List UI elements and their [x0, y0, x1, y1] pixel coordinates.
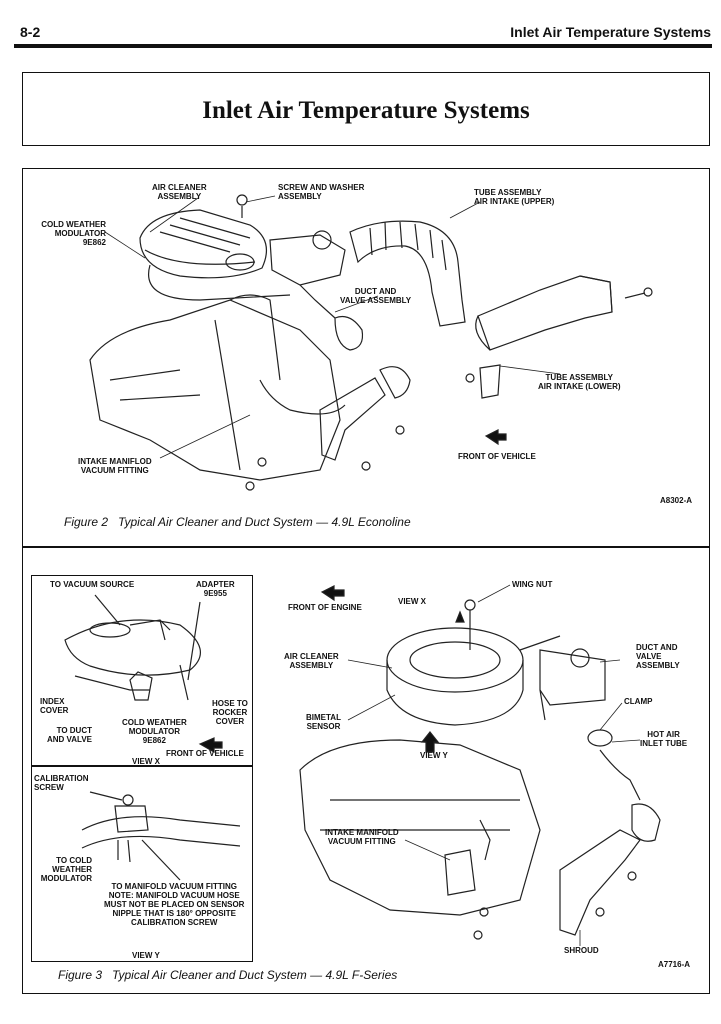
page-number: 8-2	[20, 24, 41, 40]
running-header-title: Inlet Air Temperature Systems	[510, 24, 711, 40]
fig3-y-label-to-cold: TO COLD WEATHER MODULATOR	[40, 856, 92, 883]
page-title: Inlet Air Temperature Systems	[202, 97, 530, 124]
fig2-label-screw-washer: SCREW AND WASHER ASSEMBLY	[278, 183, 365, 201]
fig3-y-label-note: TO MANIFOLD VACUUM FITTING NOTE: MANIFOL…	[104, 882, 245, 927]
fig3-label-front-engine: FRONT OF ENGINE	[288, 603, 362, 612]
fig2-label-front-vehicle: FRONT OF VEHICLE	[458, 452, 536, 461]
title-box: Inlet Air Temperature Systems	[22, 72, 710, 146]
fig2-duct-valve	[269, 230, 364, 351]
fig2-label-air-cleaner: AIR CLEANER ASSEMBLY	[152, 183, 207, 201]
fig2-engine-outline	[89, 294, 341, 481]
fig2-code: A8302-A	[660, 496, 693, 505]
fig3-label-hot-air: HOT AIR INLET TUBE	[640, 730, 688, 748]
fig2-upper-tube	[349, 220, 466, 327]
fig3-inset-view-y	[31, 766, 253, 962]
fig3-label-shroud: SHROUD	[564, 946, 599, 955]
fig3-y-label-calibration: CALIBRATION SCREW	[34, 774, 89, 792]
fig2-caption-number: Figure 2	[64, 515, 109, 529]
fig2-label-duct-valve: DUCT AND VALVE ASSEMBLY	[340, 287, 412, 305]
fig3-view-x-arrow	[455, 610, 465, 623]
fig2-air-cleaner	[139, 194, 291, 301]
fig3-label-view-y: VIEW Y	[420, 751, 448, 760]
fig2-label-intake-manifold: INTAKE MANIFLOD VACUUM FITTING	[78, 457, 152, 475]
fig3-x-label-front-vehicle: FRONT OF VEHICLE	[166, 749, 244, 758]
fig2-caption: Figure 2 Typical Air Cleaner and Duct Sy…	[64, 515, 411, 529]
fig3-front-engine-arrow	[320, 585, 345, 602]
fig3-x-label-hose-rocker: HOSE TO ROCKER COVER	[212, 699, 248, 726]
fig3-caption-number: Figure 3	[58, 968, 103, 982]
fig3-label-duct-valve: DUCT AND VALVE ASSEMBLY	[636, 643, 680, 670]
fig2-leaders	[104, 195, 561, 459]
fig3-inset-view-x	[31, 575, 253, 766]
fig3-leaders	[347, 584, 641, 946]
fig3-x-label-view: VIEW X	[132, 757, 161, 766]
fig2-front-vehicle-arrow	[484, 429, 507, 446]
fig3-inset-y-art	[81, 791, 241, 881]
fig3-x-label-cold-weather: COLD WEATHER MODULATOR 9E862	[122, 718, 187, 745]
fig2-label-tube-lower: TUBE ASSEMBLY AIR INTAKE (LOWER)	[538, 373, 621, 391]
fig3-code: A7716-A	[658, 960, 691, 969]
fig2-label-cold-weather: COLD WEATHER MODULATOR 9E862	[41, 220, 106, 247]
fig3-x-label-vacuum-source: TO VACUUM SOURCE	[50, 580, 135, 589]
fig3-inset-x-art	[64, 594, 223, 754]
fig3-caption-text: Typical Air Cleaner and Duct System — 4.…	[112, 968, 398, 982]
fig3-label-air-cleaner: AIR CLEANER ASSEMBLY	[284, 652, 339, 670]
fig3-caption: Figure 3 Typical Air Cleaner and Duct Sy…	[58, 968, 397, 982]
fig2-label-tube-upper: TUBE ASSEMBLY AIR INTAKE (UPPER)	[474, 188, 555, 206]
fig3-view-y-arrow	[420, 731, 440, 753]
figures-frame	[22, 168, 710, 994]
fig3-y-label-view: VIEW Y	[132, 951, 160, 960]
fig3-label-intake-manifold: INTAKE MANIFOLD VACUUM FITTING	[325, 828, 399, 846]
fig3-label-view-x: VIEW X	[398, 597, 427, 606]
fig3-label-clamp: CLAMP	[624, 697, 653, 706]
figure-separator	[22, 546, 710, 548]
fig3-label-bimetal: BIMETAL SENSOR	[306, 713, 341, 731]
fig3-shroud	[473, 829, 641, 940]
header-rule	[14, 44, 712, 48]
fig3-x-label-index-cover: INDEX COVER	[40, 697, 69, 715]
fig2-lower-tube	[465, 275, 653, 399]
fig3-x-label-to-duct: TO DUCT AND VALVE	[46, 726, 92, 744]
fig2-caption-text: Typical Air Cleaner and Duct System — 4.…	[118, 515, 411, 529]
fig3-engine-outline	[299, 739, 541, 916]
fig2-shroud	[245, 366, 411, 491]
fig3-air-cleaner	[386, 599, 661, 842]
fig3-label-wing-nut: WING NUT	[512, 580, 553, 589]
fig3-x-label-adapter: ADAPTER 9E955	[196, 580, 235, 598]
